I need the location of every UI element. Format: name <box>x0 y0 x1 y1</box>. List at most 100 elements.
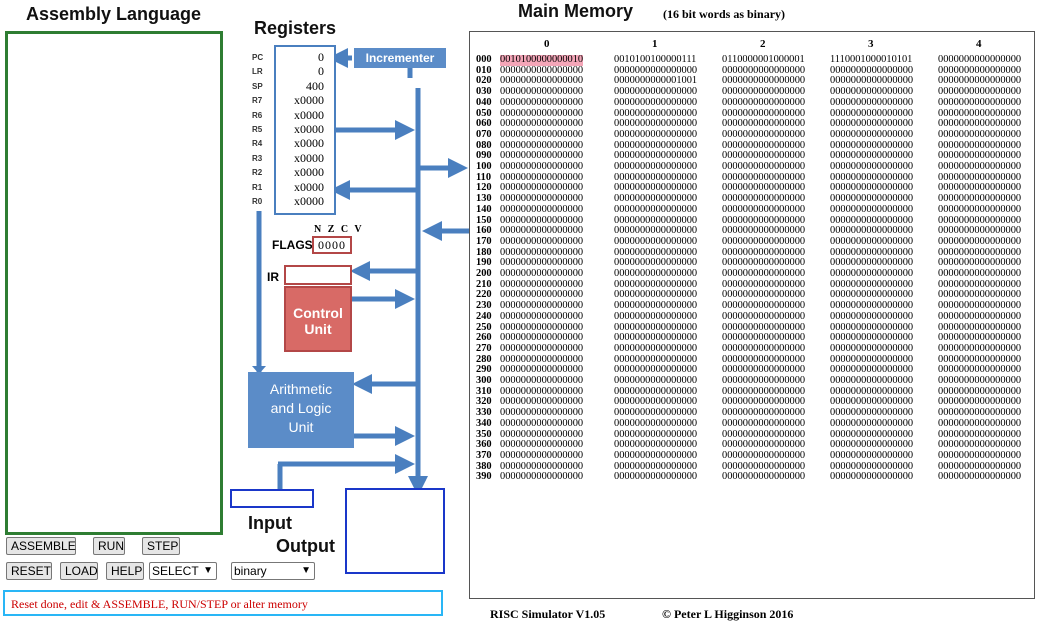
memory-word[interactable]: 0000000000000000 <box>722 182 806 194</box>
register-value-sp[interactable]: 400 <box>306 78 324 93</box>
memory-word[interactable]: 0110000001000001 <box>722 54 805 65</box>
memory-word[interactable]: 0000000000000000 <box>614 321 698 333</box>
memory-word[interactable]: 0000000000000000 <box>500 300 584 312</box>
memory-word[interactable]: 0000000000000000 <box>614 225 698 237</box>
memory-word[interactable]: 0000000000000000 <box>938 246 1022 258</box>
memory-word[interactable]: 0000000000000000 <box>500 417 584 429</box>
memory-word[interactable]: 0000000000000000 <box>938 182 1022 194</box>
memory-word[interactable]: 0000000000000000 <box>938 417 1022 429</box>
memory-word[interactable]: 0000000000001001 <box>614 75 698 87</box>
memory-word[interactable]: 0000000000000000 <box>938 321 1022 333</box>
memory-word[interactable]: 0000000000000000 <box>830 246 914 258</box>
register-value-r0[interactable]: x0000 <box>294 194 324 208</box>
memory-word[interactable]: 0000000000000000 <box>614 417 698 429</box>
memory-word[interactable]: 0000000000000000 <box>938 161 1022 172</box>
memory-word[interactable]: 0000000000000000 <box>722 417 806 429</box>
memory-word[interactable]: 0000000000000000 <box>614 171 698 183</box>
memory-word[interactable]: 0000000000000000 <box>500 150 584 162</box>
memory-word[interactable]: 0000000000000000 <box>830 203 914 215</box>
memory-word[interactable]: 0000000000000000 <box>722 385 806 397</box>
memory-word[interactable]: 0000000000000000 <box>830 471 914 483</box>
memory-word[interactable]: 0000000000000000 <box>938 364 1022 376</box>
memory-word[interactable]: 0000000000000000 <box>722 439 806 451</box>
memory-word[interactable]: 0000000000000000 <box>722 171 806 183</box>
memory-word[interactable]: 0000000000000000 <box>830 225 914 237</box>
memory-word[interactable]: 0000000000000000 <box>830 396 914 408</box>
memory-word[interactable]: 0000000000000000 <box>614 460 698 472</box>
help-button[interactable]: HELP <box>106 562 144 580</box>
memory-word[interactable]: 0000000000000000 <box>938 332 1022 344</box>
register-value-r3[interactable]: x0000 <box>294 150 324 165</box>
memory-word[interactable]: 0000000000000000 <box>722 257 806 269</box>
memory-word[interactable]: 0000000000000000 <box>938 257 1022 269</box>
memory-word[interactable]: 0000000000000000 <box>830 182 914 194</box>
memory-word[interactable]: 0000000000000000 <box>830 439 914 451</box>
memory-word[interactable]: 0000000000000000 <box>500 182 584 194</box>
memory-word[interactable]: 0000000000000000 <box>938 171 1022 183</box>
memory-word[interactable]: 0000000000000000 <box>500 439 584 451</box>
memory-word[interactable]: 0000000000000000 <box>614 300 698 312</box>
memory-word[interactable]: 0000000000000000 <box>830 193 914 205</box>
memory-word[interactable]: 0000000000000000 <box>722 278 806 290</box>
memory-word[interactable]: 0000000000000000 <box>500 246 584 258</box>
memory-word[interactable]: 0000000000000000 <box>830 407 914 419</box>
memory-word[interactable]: 0000000000000000 <box>722 214 806 226</box>
memory-word[interactable]: 0000000000000000 <box>830 268 914 279</box>
memory-word[interactable]: 0000000000000000 <box>500 214 584 226</box>
memory-word[interactable]: 0000000000000000 <box>614 364 698 376</box>
step-button[interactable]: STEP <box>142 537 180 555</box>
memory-word[interactable]: 0000000000000000 <box>500 396 584 408</box>
memory-word[interactable]: 0000000000000000 <box>614 193 698 205</box>
memory-word[interactable]: 0000000000000000 <box>830 107 914 119</box>
memory-word[interactable]: 0000000000000000 <box>500 375 584 386</box>
memory-word[interactable]: 0000000000000000 <box>614 332 698 344</box>
memory-word[interactable]: 0000000000000000 <box>722 86 806 98</box>
memory-word[interactable]: 0000000000000000 <box>722 118 806 130</box>
memory-word[interactable]: 0000000000000000 <box>722 460 806 472</box>
memory-word[interactable]: 0000000000000000 <box>722 64 806 76</box>
memory-word[interactable]: 0000000000000000 <box>500 407 584 419</box>
memory-word[interactable]: 0000000000000000 <box>830 364 914 376</box>
memory-word[interactable]: 0000000000000000 <box>500 257 584 269</box>
memory-word[interactable]: 0000000000000000 <box>938 86 1022 98</box>
memory-word[interactable]: 0000000000000000 <box>938 225 1022 237</box>
memory-word[interactable]: 0000000000000000 <box>830 118 914 130</box>
register-value-r6[interactable]: x0000 <box>294 107 324 122</box>
memory-word[interactable]: 0000000000000000 <box>830 385 914 397</box>
memory-word[interactable]: 0000000000000000 <box>500 428 584 440</box>
run-button[interactable]: RUN <box>93 537 125 555</box>
memory-word[interactable]: 0000000000000000 <box>830 139 914 151</box>
memory-word[interactable]: 0000000000000000 <box>830 310 914 322</box>
memory-word[interactable]: 0000000000000000 <box>614 342 698 354</box>
memory-word[interactable]: 0000000000000000 <box>500 118 584 130</box>
memory-word[interactable]: 0000000000000000 <box>722 193 806 205</box>
memory-word[interactable]: 0000000000000000 <box>722 289 806 301</box>
memory-word[interactable]: 0000000000000000 <box>830 64 914 76</box>
memory-word[interactable]: 0000000000000000 <box>830 332 914 344</box>
register-value-r7[interactable]: x0000 <box>294 93 324 108</box>
memory-word[interactable]: 0000000000000000 <box>938 64 1022 76</box>
memory-word[interactable]: 0000000000000000 <box>830 417 914 429</box>
memory-word[interactable]: 0000000000000000 <box>830 449 914 461</box>
memory-word[interactable]: 0000000000000000 <box>614 86 698 98</box>
memory-word[interactable]: 0000000000000000 <box>500 460 584 472</box>
memory-word[interactable]: 0000000000000000 <box>722 353 806 365</box>
register-value-r4[interactable]: x0000 <box>294 136 324 151</box>
memory-word[interactable]: 0000000000000000 <box>938 75 1022 87</box>
memory-word[interactable]: 0000000000000000 <box>830 428 914 440</box>
register-value-r2[interactable]: x0000 <box>294 165 324 180</box>
memory-word[interactable]: 0000000000000000 <box>614 310 698 322</box>
memory-word[interactable]: 0000000000000000 <box>614 246 698 258</box>
memory-word[interactable]: 0000000000000000 <box>500 96 584 108</box>
memory-word[interactable]: 0000000000000000 <box>614 449 698 461</box>
memory-word[interactable]: 0000000000000000 <box>938 300 1022 312</box>
memory-word[interactable]: 0000000000000000 <box>614 107 698 119</box>
memory-word[interactable]: 0000000000000000 <box>938 449 1022 461</box>
memory-word[interactable]: 0000000000000000 <box>614 439 698 451</box>
memory-word[interactable]: 0000000000000000 <box>722 161 806 172</box>
memory-word[interactable]: 0000000000000000 <box>938 54 1022 65</box>
memory-word[interactable]: 0000000000000000 <box>722 150 806 162</box>
memory-word[interactable]: 0000000000000000 <box>500 171 584 183</box>
memory-word[interactable]: 0000000000000000 <box>500 193 584 205</box>
memory-word[interactable]: 0000000000000000 <box>938 235 1022 247</box>
